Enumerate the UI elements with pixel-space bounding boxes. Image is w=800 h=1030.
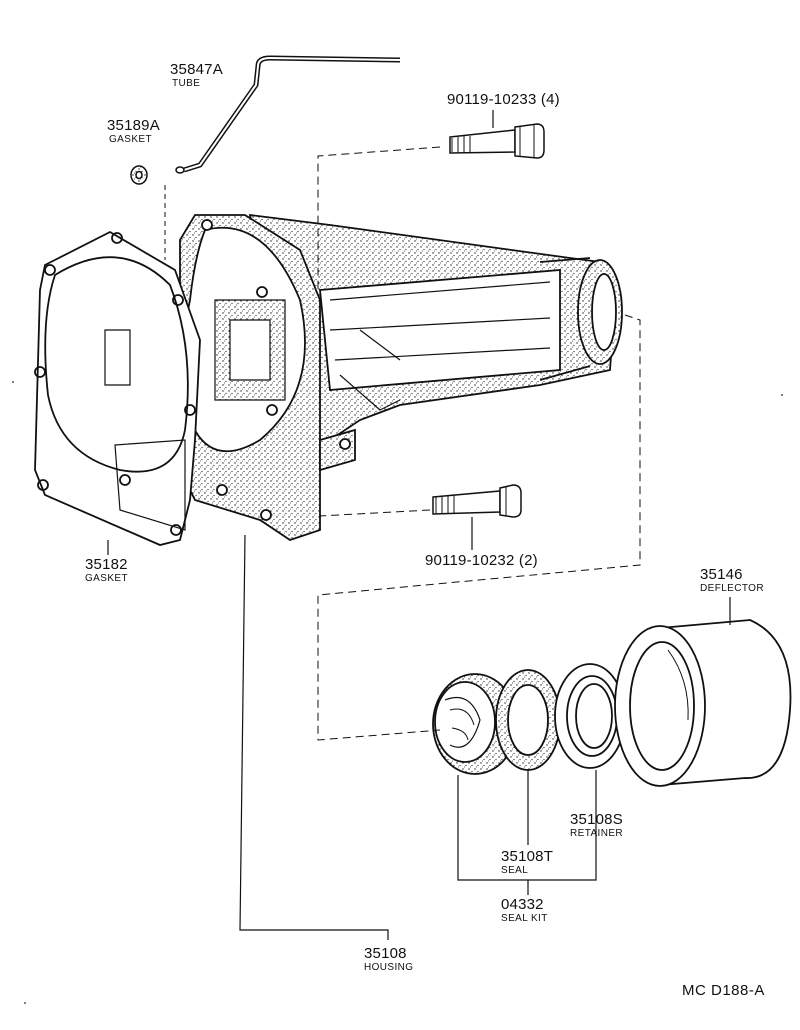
label-housing: 35108 HOUSING <box>364 946 413 973</box>
assembly-lines <box>164 146 641 741</box>
part-name: GASKET <box>85 573 128 584</box>
part-number: 35182 <box>85 556 128 573</box>
part-name: TUBE <box>172 78 201 89</box>
part-number: 35108S <box>570 811 623 828</box>
label-gasket-small: 35189A GASKET <box>107 118 160 145</box>
part-number: 90119-10232 (2) <box>425 552 538 569</box>
seal-ring-part <box>495 669 561 771</box>
label-retainer: 35108S RETAINER <box>570 812 623 839</box>
reference-dots <box>12 381 783 1004</box>
part-number: 35847A <box>170 61 223 78</box>
label-gasket-main: 35182 GASKET <box>85 557 128 584</box>
oil-seal-part <box>432 673 518 775</box>
small-gasket-part <box>130 165 148 185</box>
label-bolt-lower: 90119-10232 (2) <box>425 553 538 568</box>
part-name: DEFLECTOR <box>700 583 764 594</box>
part-number: 04332 <box>501 896 544 913</box>
part-number: 35108T <box>501 848 554 865</box>
tube-part <box>175 55 401 174</box>
part-number: 35108 <box>364 945 407 962</box>
label-seal-kit: 04332 SEAL KIT <box>501 897 548 924</box>
housing-part <box>179 213 623 541</box>
part-name: GASKET <box>109 134 152 145</box>
main-gasket-part <box>34 230 201 546</box>
label-deflector: 35146 DEFLECTOR <box>700 567 764 594</box>
label-tube: 35847A TUBE <box>170 62 223 89</box>
part-number: 35189A <box>107 117 160 134</box>
deflector-part <box>614 619 792 787</box>
part-name: SEAL KIT <box>501 913 548 924</box>
part-number: 90119-10233 (4) <box>447 91 560 108</box>
diagram-reference-code: MC D188-A <box>682 982 765 999</box>
part-number: 35146 <box>700 566 743 583</box>
label-bolt-upper: 90119-10233 (4) <box>447 92 560 107</box>
part-name: RETAINER <box>570 828 624 839</box>
label-seal: 35108T SEAL <box>501 849 553 876</box>
part-name: SEAL <box>501 865 529 876</box>
part-name: HOUSING <box>364 962 414 973</box>
callout-lines <box>107 110 731 940</box>
upper-bolt-part <box>449 123 545 159</box>
lower-bolt-part <box>432 484 522 518</box>
